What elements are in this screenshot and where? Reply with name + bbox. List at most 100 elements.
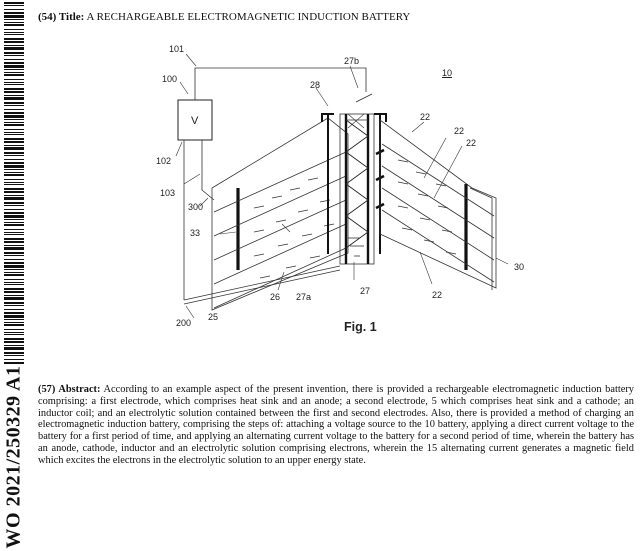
label-v: V [191, 115, 199, 127]
barcode-bar [4, 52, 24, 54]
barcode-bar [4, 5, 24, 6]
barcode-bar [4, 59, 24, 60]
barcode-bar [4, 341, 24, 343]
barcode-bar [4, 62, 24, 64]
barcode-bar [4, 169, 24, 170]
barcode-bar [4, 282, 24, 283]
barcode-bar [4, 215, 24, 218]
figure-labels: 101 27b 10 100 28 V 22 22 22 102 103 300… [150, 44, 550, 348]
barcode-bar [4, 195, 24, 196]
barcode-bar [4, 245, 24, 246]
barcode-bar [4, 82, 24, 83]
barcode-bar [4, 355, 24, 356]
barcode-bar [4, 255, 24, 256]
barcode-bar [4, 88, 24, 90]
barcode-bar [4, 115, 24, 118]
barcode-bar [4, 41, 24, 43]
barcode-bar [4, 272, 24, 273]
label-25: 25 [208, 312, 219, 322]
barcode-bar [4, 105, 24, 106]
barcode-bar [4, 324, 24, 326]
barcode-bar [4, 172, 24, 173]
barcode-bar [4, 212, 24, 214]
barcode-bar [4, 197, 24, 200]
barcode-bar [4, 179, 24, 180]
barcode-bar [4, 29, 24, 30]
barcode-bar [4, 262, 24, 264]
barcode-bar [4, 288, 24, 290]
right-cell [379, 119, 497, 289]
barcode-bar [4, 309, 24, 310]
barcode-bar [4, 352, 24, 354]
wire-27a [183, 265, 341, 301]
label-300: 300 [188, 202, 204, 212]
barcode-bar [4, 312, 24, 314]
label-26: 26 [270, 292, 281, 302]
barcode-bar [4, 259, 24, 260]
barcode-bar [4, 15, 24, 18]
barcode-bar [4, 119, 24, 120]
barcode-bar [4, 234, 24, 235]
barcode-bar [4, 265, 24, 268]
barcode-bar [4, 162, 24, 164]
barcode-bar [4, 305, 24, 306]
barcode-bar [4, 229, 24, 230]
barcode-bar [4, 222, 24, 223]
barcode-bar [4, 102, 24, 104]
barcode-bar [4, 205, 24, 206]
label-100: 100 [162, 74, 178, 84]
barcode-bar [4, 269, 24, 270]
barcode [4, 2, 24, 364]
barcode-bar [4, 247, 24, 250]
barcode-bar [4, 97, 24, 100]
barcode-bar [4, 79, 24, 80]
right-lower-wire [201, 140, 215, 201]
barcode-bar [4, 145, 24, 146]
barcode-bar [4, 122, 24, 123]
barcode-bar [4, 219, 24, 220]
barcode-bar [4, 284, 24, 285]
barcode-bar [4, 152, 24, 154]
barcode-bar [4, 141, 24, 143]
barcode-bar [4, 55, 24, 56]
label-30: 30 [514, 262, 525, 272]
barcode-bar [4, 74, 24, 76]
label-101: 101 [169, 44, 185, 54]
barcode-bar [4, 69, 24, 70]
publication-number-text: WO 2021/250329 A1 [2, 365, 25, 549]
label-33: 33 [190, 228, 201, 238]
label-103: 103 [160, 188, 176, 198]
barcode-bar [4, 191, 24, 193]
figure: 101 27b 10 100 28 V 22 22 22 102 103 300… [150, 44, 550, 348]
barcode-bar [4, 182, 24, 183]
barcode-bar [4, 2, 24, 4]
top-wire [194, 67, 367, 100]
barcode-bar [4, 19, 24, 20]
barcode-bar [4, 138, 24, 140]
figure-caption: Fig. 1 [344, 320, 377, 334]
wire-27b [355, 93, 373, 103]
barcode-bar [4, 347, 24, 350]
label-22a: 22 [420, 112, 431, 122]
electrolyte-dashes-right [397, 159, 457, 255]
barcode-bar [4, 12, 24, 14]
label-102: 102 [156, 156, 172, 166]
abstract-text: According to an example aspect of the pr… [38, 384, 634, 466]
barcode-bar [4, 202, 24, 204]
barcode-bar [4, 334, 24, 335]
label-28: 28 [310, 80, 321, 90]
barcode-bar [4, 184, 24, 185]
barcode-bar [4, 274, 24, 276]
barcode-bar [4, 34, 24, 35]
barcode-bar [4, 91, 24, 93]
barcode-bar [4, 109, 24, 110]
label-27b: 27b [344, 56, 360, 66]
barcode-bar [4, 224, 24, 226]
barcode-bar [4, 252, 24, 254]
label-10: 10 [442, 68, 453, 78]
barcode-bar [4, 112, 24, 114]
barcode-bar [4, 147, 24, 150]
barcode-bar [4, 291, 24, 293]
barcode-bar [4, 319, 24, 320]
inductor-coil [345, 119, 369, 249]
